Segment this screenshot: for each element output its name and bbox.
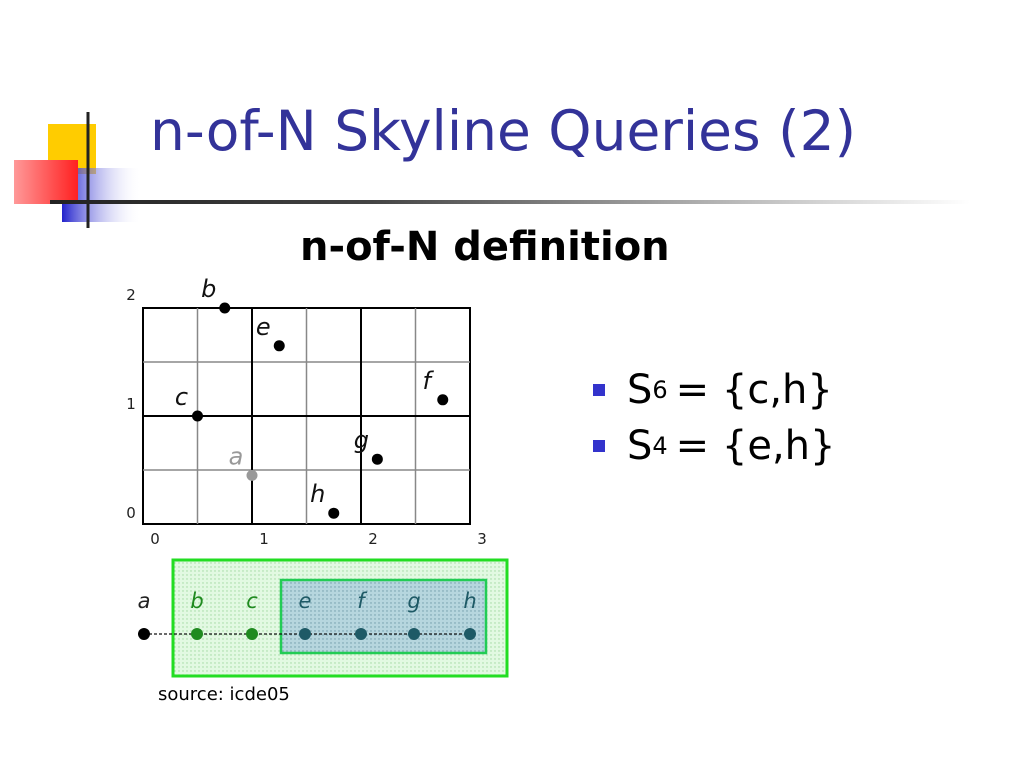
- x-axis-ticks: 0 1 2 3: [150, 530, 487, 548]
- point-h: [328, 507, 340, 519]
- set-subscript: 6: [652, 376, 668, 404]
- sequence-label-e: e: [299, 589, 312, 613]
- set-symbol: S: [627, 423, 653, 469]
- sequence-label-c: c: [246, 589, 258, 613]
- sequence-node-c: [246, 628, 258, 640]
- point-a: [246, 469, 258, 481]
- x-tick-label: 1: [259, 530, 269, 548]
- source-caption: source: icde05: [158, 684, 290, 705]
- y-axis-ticks: 0 1 2: [126, 286, 136, 522]
- x-tick-label: 2: [368, 530, 378, 548]
- point-label-h: h: [310, 480, 325, 508]
- sequence-label-h: h: [463, 589, 476, 613]
- slide-subtitle: n-of-N definition: [300, 224, 670, 270]
- set-expression: = {e,h}: [675, 423, 836, 469]
- sequence-label-f: f: [357, 589, 368, 613]
- inner-window: [279, 578, 488, 655]
- square-bullet-icon: [593, 440, 605, 452]
- sequence-node-b: [191, 628, 203, 640]
- sequence-label-b: b: [190, 589, 203, 613]
- point-label-b: b: [201, 275, 216, 303]
- sequence-node-a: [138, 628, 150, 640]
- point-c: [192, 410, 203, 422]
- y-tick-label: 2: [126, 286, 136, 304]
- set-symbol: S: [627, 367, 653, 413]
- slide-logo: [14, 112, 142, 228]
- title-divider: [50, 200, 970, 204]
- y-tick-label: 1: [126, 395, 136, 413]
- y-tick-label: 0: [126, 504, 136, 522]
- slide-title: n-of-N Skyline Queries (2): [150, 99, 857, 163]
- sequence-label-g: g: [407, 589, 420, 613]
- sequence-node-g: [408, 628, 420, 640]
- point-b: [219, 302, 231, 314]
- sequence-node-e: [299, 628, 311, 640]
- point-f: [437, 394, 449, 406]
- square-bullet-icon: [593, 384, 605, 396]
- point-label-e: e: [256, 313, 271, 341]
- scatter-grid: [142, 307, 471, 525]
- sequence-node-f: [355, 628, 367, 640]
- x-tick-label: 0: [150, 530, 160, 548]
- set-expression: = {c,h}: [675, 367, 833, 413]
- set-subscript: 4: [652, 432, 668, 460]
- point-label-c: c: [175, 383, 188, 411]
- point-label-g: g: [354, 426, 369, 454]
- x-tick-label: 3: [477, 530, 487, 548]
- point-g: [371, 453, 383, 465]
- point-e: [273, 340, 285, 352]
- sequence-node-h: [464, 628, 476, 640]
- point-label-a: a: [229, 442, 244, 470]
- sequence-label-a: a: [138, 589, 151, 613]
